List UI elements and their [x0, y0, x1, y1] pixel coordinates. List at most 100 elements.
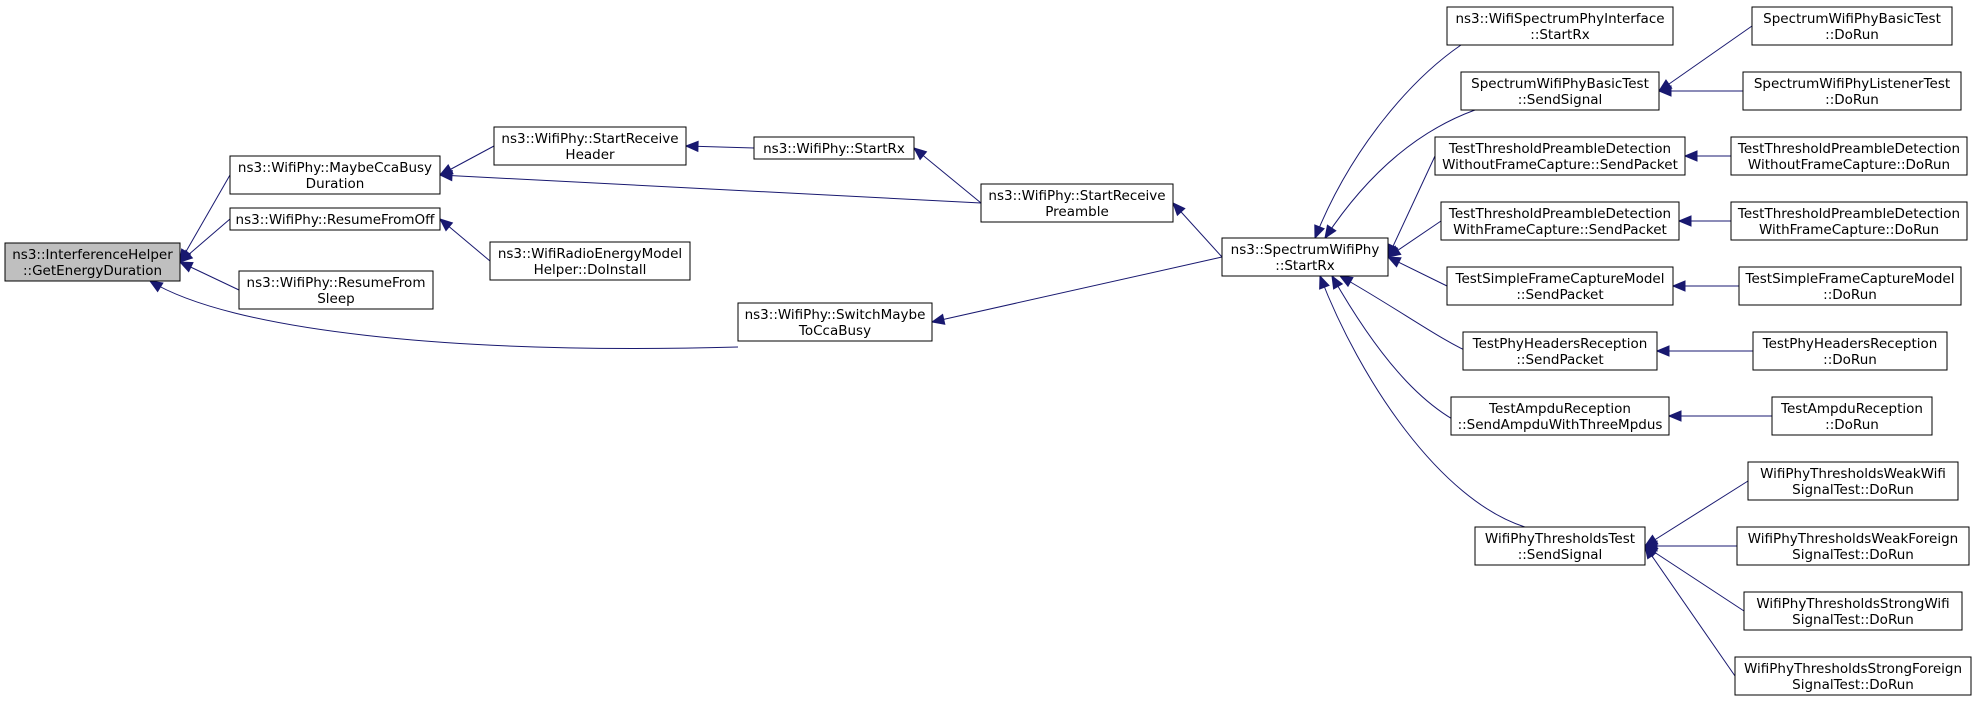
node-label-spifacestartrx-line-0: ns3::WifiSpectrumPhyInterface — [1455, 11, 1664, 27]
node-label-energymodel-line-1: Helper::DoInstall — [534, 262, 647, 278]
edge-thrsend-to-weakwifi — [1644, 480, 1749, 547]
node-label-tpdwithoutrun-line-0: TestThresholdPreambleDetection — [1737, 141, 1960, 157]
node-box-basicsend — [1460, 71, 1660, 111]
edge-arrowhead-startrecvhdr-startrx — [684, 140, 699, 153]
node-box-strongwifi — [1743, 591, 1963, 631]
node-label-ampdurun-line-1: ::DoRun — [1825, 417, 1879, 433]
node-label-thrsend-line-1: ::SendSignal — [1518, 547, 1603, 563]
node-phrsend[interactable]: TestPhyHeadersReception::SendPacket — [1462, 331, 1658, 371]
node-label-weakforeign-line-1: SignalTest::DoRun — [1792, 547, 1914, 563]
node-box-weakforeign — [1736, 526, 1970, 566]
edge-arrowhead-spectrumstartrx-phrsend — [1338, 275, 1354, 288]
node-strongforeign[interactable]: WifiPhyThresholdsStrongForeignSignalTest… — [1734, 656, 1972, 696]
node-label-listenerrun-line-0: SpectrumWifiPhyListenerTest — [1754, 76, 1950, 92]
edge-spectrumstartrx-to-tpdwithout — [1387, 155, 1436, 258]
node-box-thrsend — [1474, 526, 1646, 566]
node-tpdwithrun[interactable]: TestThresholdPreambleDetectionWithFrameC… — [1730, 201, 1968, 241]
node-box-phrsend — [1462, 331, 1658, 371]
node-label-phrrun-line-0: TestPhyHeadersReception — [1762, 336, 1938, 352]
node-label-resumesleep-line-0: ns3::WifiPhy::ResumeFrom — [247, 275, 426, 291]
node-label-startrecvhdr-line-0: ns3::WifiPhy::StartReceive — [501, 131, 678, 147]
node-tpdwithout[interactable]: TestThresholdPreambleDetectionWithoutFra… — [1434, 136, 1686, 176]
node-label-ampdusend-line-1: ::SendAmpduWithThreeMpdus — [1458, 417, 1663, 433]
edge-arrowhead-spectrumstartrx-ampdusend — [1331, 274, 1344, 290]
edge-spectrumstartrx-to-basicsend — [1324, 109, 1476, 239]
edge-root-to-switchmaybe — [149, 280, 739, 349]
node-basicsend[interactable]: SpectrumWifiPhyBasicTest::SendSignal — [1460, 71, 1660, 111]
edge-arrowhead-spectrumstartrx-basicsend — [1324, 224, 1337, 240]
node-box-strongforeign — [1734, 656, 1972, 696]
node-thrsend[interactable]: WifiPhyThresholdsTest::SendSignal — [1474, 526, 1646, 566]
node-tpdwithoutrun[interactable]: TestThresholdPreambleDetectionWithoutFra… — [1730, 136, 1968, 176]
node-resumeoff[interactable]: ns3::WifiPhy::ResumeFromOff — [229, 207, 441, 231]
node-weakwifi[interactable]: WifiPhyThresholdsWeakWifiSignalTest::DoR… — [1747, 461, 1959, 501]
node-energymodel[interactable]: ns3::WifiRadioEnergyModelHelper::DoInsta… — [489, 241, 691, 281]
node-label-tpdwithoutrun-line-1: WithoutFrameCapture::DoRun — [1748, 157, 1950, 173]
node-box-energymodel — [489, 241, 691, 281]
edge-arrowhead-thrsend-strongforeign — [1644, 544, 1657, 560]
node-label-startrecvpre-line-0: ns3::WifiPhy::StartReceive — [988, 188, 1165, 204]
node-label-strongwifi-line-0: WifiPhyThresholdsStrongWifi — [1756, 596, 1949, 612]
node-box-weakwifi — [1747, 461, 1959, 501]
node-phrrun[interactable]: TestPhyHeadersReception::DoRun — [1752, 331, 1948, 371]
node-box-maybecca — [229, 155, 441, 195]
node-basicrun[interactable]: SpectrumWifiPhyBasicTest::DoRun — [1751, 6, 1953, 46]
node-label-resumeoff-line-0: ns3::WifiPhy::ResumeFromOff — [236, 212, 436, 228]
node-box-tpdwithout — [1434, 136, 1686, 176]
node-label-basicsend-line-1: ::SendSignal — [1518, 92, 1603, 108]
node-startrx[interactable]: ns3::WifiPhy::StartRx — [753, 136, 915, 160]
node-box-tpdwithoutrun — [1730, 136, 1968, 176]
node-label-phrrun-line-1: ::DoRun — [1823, 352, 1877, 368]
edge-arrowhead-spectrumstartrx-sfcsend — [1386, 256, 1402, 268]
node-label-tpdwithout-line-0: TestThresholdPreambleDetection — [1448, 141, 1671, 157]
node-label-spifacestartrx-line-1: ::StartRx — [1530, 27, 1589, 43]
node-label-root-line-0: ns3::InterferenceHelper — [12, 247, 173, 263]
node-label-tpdwithrun-line-0: TestThresholdPreambleDetection — [1737, 206, 1960, 222]
node-label-sfcrun-line-1: ::DoRun — [1823, 287, 1877, 303]
node-label-phrsend-line-1: ::SendPacket — [1516, 352, 1603, 368]
node-label-basicrun-line-0: SpectrumWifiPhyBasicTest — [1763, 11, 1941, 27]
node-label-sfcrun-line-0: TestSimpleFrameCaptureModel — [1745, 271, 1955, 287]
node-ampdurun[interactable]: TestAmpduReception::DoRun — [1771, 396, 1933, 436]
node-root: ns3::InterferenceHelper::GetEnergyDurati… — [4, 242, 181, 282]
node-label-phrsend-line-0: TestPhyHeadersReception — [1472, 336, 1648, 352]
node-strongwifi[interactable]: WifiPhyThresholdsStrongWifiSignalTest::D… — [1743, 591, 1963, 631]
node-listenerrun[interactable]: SpectrumWifiPhyListenerTest::DoRun — [1742, 71, 1962, 111]
node-box-listenerrun — [1742, 71, 1962, 111]
node-label-sfcsend-line-1: ::SendPacket — [1516, 287, 1603, 303]
node-ampdusend[interactable]: TestAmpduReception::SendAmpduWithThreeMp… — [1450, 396, 1670, 436]
node-weakforeign[interactable]: WifiPhyThresholdsWeakForeignSignalTest::… — [1736, 526, 1970, 566]
node-label-tpdwith-line-0: TestThresholdPreambleDetection — [1448, 206, 1671, 222]
node-label-startrecvhdr-line-1: Header — [565, 147, 615, 163]
node-label-resumesleep-line-1: Sleep — [317, 291, 355, 307]
node-label-weakwifi-line-0: WifiPhyThresholdsWeakWifi — [1760, 466, 1946, 482]
node-box-root — [4, 242, 181, 282]
node-label-strongforeign-line-0: WifiPhyThresholdsStrongForeign — [1744, 661, 1962, 677]
node-sfcrun[interactable]: TestSimpleFrameCaptureModel::DoRun — [1738, 266, 1962, 306]
node-box-ampdusend — [1450, 396, 1670, 436]
node-label-maybecca-line-0: ns3::WifiPhy::MaybeCcaBusy — [238, 160, 432, 176]
graph-edges — [148, 25, 1772, 677]
node-spectrumstartrx[interactable]: ns3::SpectrumWifiPhy::StartRx — [1221, 237, 1389, 277]
node-box-sfcrun — [1738, 266, 1962, 306]
edge-arrowhead-basicsend-listenerrun — [1657, 85, 1672, 97]
node-box-resumesleep — [238, 270, 434, 310]
node-tpdwith[interactable]: TestThresholdPreambleDetectionWithFrameC… — [1440, 201, 1680, 241]
node-sfcsend[interactable]: TestSimpleFrameCaptureModel::SendPacket — [1446, 266, 1674, 306]
node-spifacestartrx[interactable]: ns3::WifiSpectrumPhyInterface::StartRx — [1446, 6, 1674, 46]
edge-arrowhead-maybecca-startrecvpre — [438, 169, 453, 182]
edge-arrowhead-sfcsend-sfcrun — [1671, 280, 1686, 292]
node-label-tpdwith-line-1: WithFrameCapture::SendPacket — [1453, 222, 1667, 238]
edge-arrowhead-startrx-startrecvpre — [912, 147, 928, 161]
edge-arrowhead-switchmaybe-spectrumstartrx — [930, 313, 946, 325]
edge-root-to-maybecca — [179, 174, 231, 263]
node-label-spectrumstartrx-line-0: ns3::SpectrumWifiPhy — [1231, 242, 1380, 258]
edge-arrowhead-startrecvpre-spectrumstartrx — [1172, 202, 1186, 217]
node-label-maybecca-line-1: Duration — [306, 176, 365, 192]
node-box-startrecvhdr — [493, 126, 687, 166]
